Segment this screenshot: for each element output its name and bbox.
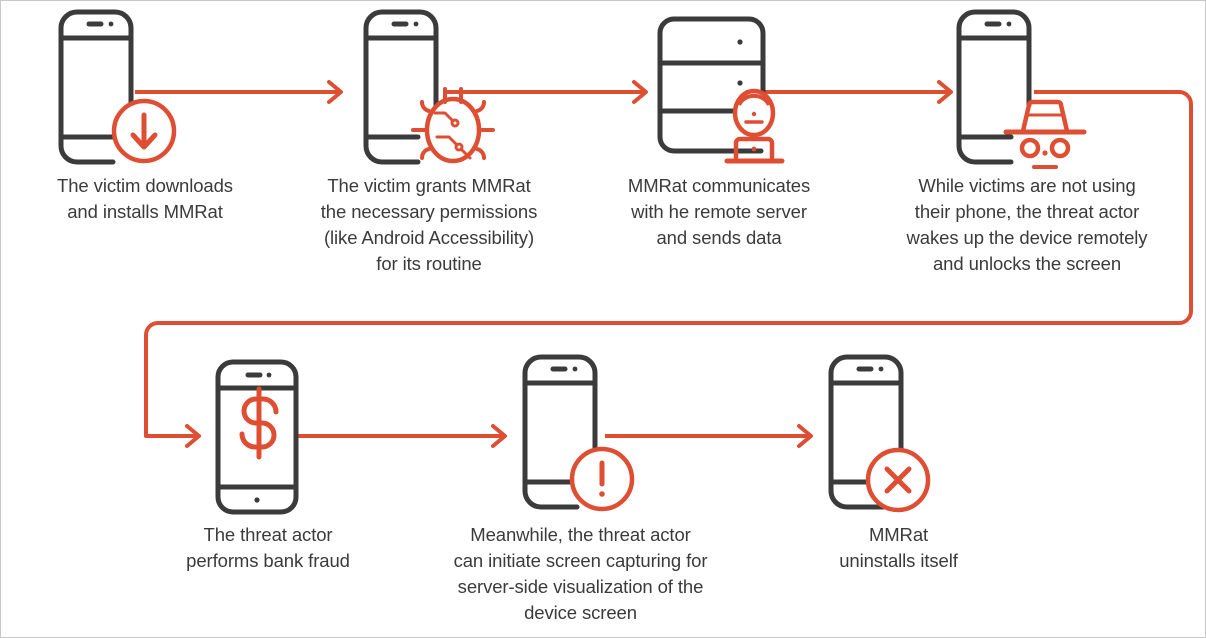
step-2-caption: The victim grants MMRat the necessary pe… xyxy=(320,175,538,274)
step-6-caption: Meanwhile, the threat actor can initiate… xyxy=(453,524,708,623)
step-7-icon xyxy=(831,357,931,513)
circuit-bug-icon xyxy=(411,87,495,164)
step-5-icon xyxy=(218,362,296,512)
connector-4-to-5 xyxy=(144,90,1193,448)
step-3-caption: MMRat communicates with he remote server… xyxy=(627,175,811,248)
step-4-icon xyxy=(959,12,1087,169)
connector-5-to-6 xyxy=(297,424,507,448)
dollar-sign-icon xyxy=(239,386,279,460)
connector-2-to-3 xyxy=(444,80,648,104)
step-3-icon xyxy=(657,16,785,164)
connector-6-to-7 xyxy=(605,424,813,448)
step-1-caption: The victim downloads and installs MMRat xyxy=(57,175,233,222)
step-2-icon xyxy=(366,12,495,164)
cross-circle-icon xyxy=(865,447,931,513)
step-1-icon xyxy=(61,12,177,164)
step-7-caption: MMRat uninstalls itself xyxy=(839,524,958,571)
download-arrow-circle-icon xyxy=(111,98,177,164)
operator-at-laptop-icon xyxy=(724,88,785,164)
step-6-icon xyxy=(525,357,635,512)
connector-3-to-4 xyxy=(746,80,953,104)
connector-1-to-2 xyxy=(135,80,343,104)
step-5-caption: The threat actor performs bank fraud xyxy=(186,524,350,571)
hacker-face-icon xyxy=(1003,99,1087,169)
step-4-caption: While victims are not using their phone,… xyxy=(906,175,1148,274)
exclamation-circle-icon xyxy=(569,446,635,512)
